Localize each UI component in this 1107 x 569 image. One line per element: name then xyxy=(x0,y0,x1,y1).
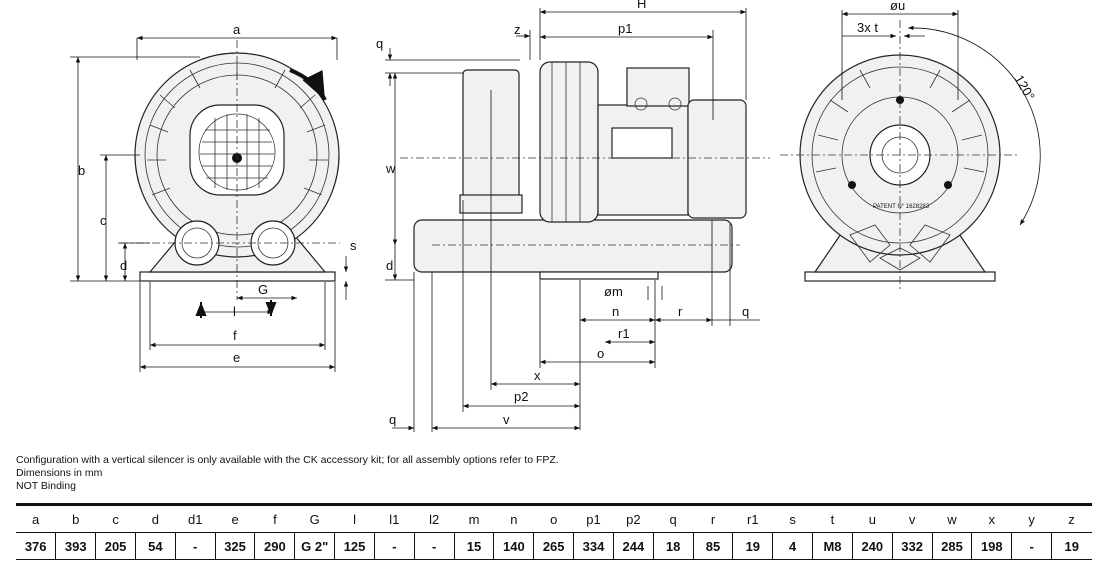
column-header-l1: l1 xyxy=(374,503,415,533)
table-cell-y: - xyxy=(1011,532,1053,560)
dim-label-c: c xyxy=(100,213,107,228)
dim-label-om: øm xyxy=(604,284,623,299)
column-header-c: c xyxy=(95,503,136,533)
column-header-l: l xyxy=(334,503,375,533)
dim-label-w: w xyxy=(385,161,396,176)
column-header-p1: p1 xyxy=(573,503,614,533)
column-header-l2: l2 xyxy=(414,503,455,533)
dim-label-f: f xyxy=(233,328,237,343)
table-cell-n: 140 xyxy=(493,532,535,560)
note-units: Dimensions in mm xyxy=(16,467,103,479)
dim-label-a: a xyxy=(233,22,241,37)
rear-view: PATENT N° 1628283 øu 3x t 120° xyxy=(780,0,1041,290)
table-cell-d: 54 xyxy=(135,532,176,560)
column-header-p2: p2 xyxy=(613,503,654,533)
dim-label-r1: r1 xyxy=(618,326,630,341)
table-cell-f: 290 xyxy=(254,532,296,560)
dim-label-l: l xyxy=(233,304,236,319)
column-header-d1: d1 xyxy=(175,503,216,533)
column-header-s: s xyxy=(772,503,814,533)
column-header-f: f xyxy=(254,503,296,533)
column-header-y: y xyxy=(1011,503,1053,533)
column-header-z: z xyxy=(1051,503,1092,533)
table-cell-p2: 244 xyxy=(613,532,654,560)
table-cell-l1: - xyxy=(374,532,415,560)
dim-label-s: s xyxy=(350,238,357,253)
column-header-e: e xyxy=(215,503,256,533)
column-header-u: u xyxy=(852,503,893,533)
notes: Configuration with a vertical silencer i… xyxy=(16,454,559,493)
front-view: a b c d s G l f e xyxy=(70,22,357,372)
table-cell-q: 18 xyxy=(653,532,694,560)
column-header-t: t xyxy=(812,503,853,533)
table-cell-g: G 2" xyxy=(294,532,336,560)
table-cell-m: 15 xyxy=(454,532,495,560)
table-cell-v: 332 xyxy=(892,532,933,560)
dim-label-n: n xyxy=(612,304,619,319)
dim-label-q-bottom: q xyxy=(389,412,396,427)
table-cell-z: 19 xyxy=(1051,532,1092,560)
dim-label-v: v xyxy=(503,412,510,427)
table-cell-l2: - xyxy=(414,532,455,560)
column-header-r: r xyxy=(693,503,734,533)
side-view: H z p1 q w d øm n r q xyxy=(376,0,770,432)
dim-label-o: o xyxy=(597,346,604,361)
table-cell-a: 376 xyxy=(16,532,57,560)
dim-label-ou: øu xyxy=(890,0,905,13)
table-cell-r: 85 xyxy=(693,532,734,560)
column-header-r1: r1 xyxy=(732,503,774,533)
dim-label-e: e xyxy=(233,350,240,365)
table-cell-s: 4 xyxy=(772,532,814,560)
table-cell-p1: 334 xyxy=(573,532,614,560)
table-cell-c: 205 xyxy=(95,532,136,560)
column-header-b: b xyxy=(55,503,97,533)
column-header-x: x xyxy=(971,503,1013,533)
column-header-q: q xyxy=(653,503,694,533)
table-cell-b: 393 xyxy=(55,532,97,560)
table-cell-x: 198 xyxy=(971,532,1013,560)
dim-label-3x-t: 3x t xyxy=(857,20,878,35)
column-header-m: m xyxy=(454,503,495,533)
table-cell-d1: - xyxy=(175,532,216,560)
table-cell-r1: 19 xyxy=(732,532,774,560)
table-cell-u: 240 xyxy=(852,532,893,560)
dim-label-H: H xyxy=(637,0,646,11)
dim-label-x: x xyxy=(534,368,541,383)
dim-label-q-top: q xyxy=(376,36,383,51)
dim-label-z: z xyxy=(514,22,521,37)
dim-label-b: b xyxy=(78,163,85,178)
column-header-d: d xyxy=(135,503,176,533)
technical-drawing: a b c d s G l f e xyxy=(70,0,1041,432)
dim-label-angle: 120° xyxy=(1011,72,1037,103)
note-binding: NOT Binding xyxy=(16,480,76,492)
table-cell-l: 125 xyxy=(334,532,375,560)
column-header-o: o xyxy=(533,503,575,533)
table-cell-w: 285 xyxy=(932,532,973,560)
table-cell-t: M8 xyxy=(812,532,853,560)
dim-label-p2: p2 xyxy=(514,389,528,404)
patent-text: PATENT N° 1628283 xyxy=(873,204,930,210)
table-cell-e: 325 xyxy=(215,532,256,560)
dim-label-G: G xyxy=(258,282,268,297)
note-configuration: Configuration with a vertical silencer i… xyxy=(16,454,559,466)
dim-label-r: r xyxy=(678,304,683,319)
column-header-a: a xyxy=(16,503,57,533)
dim-label-q-right: q xyxy=(742,304,749,319)
dim-label-d: d xyxy=(120,258,127,273)
column-header-v: v xyxy=(892,503,933,533)
dim-label-d-side: d xyxy=(386,258,393,273)
column-header-n: n xyxy=(493,503,535,533)
column-header-g-thread: G xyxy=(294,503,336,533)
dim-label-p1: p1 xyxy=(618,21,632,36)
table-cell-o: 265 xyxy=(533,532,575,560)
column-header-w: w xyxy=(932,503,973,533)
